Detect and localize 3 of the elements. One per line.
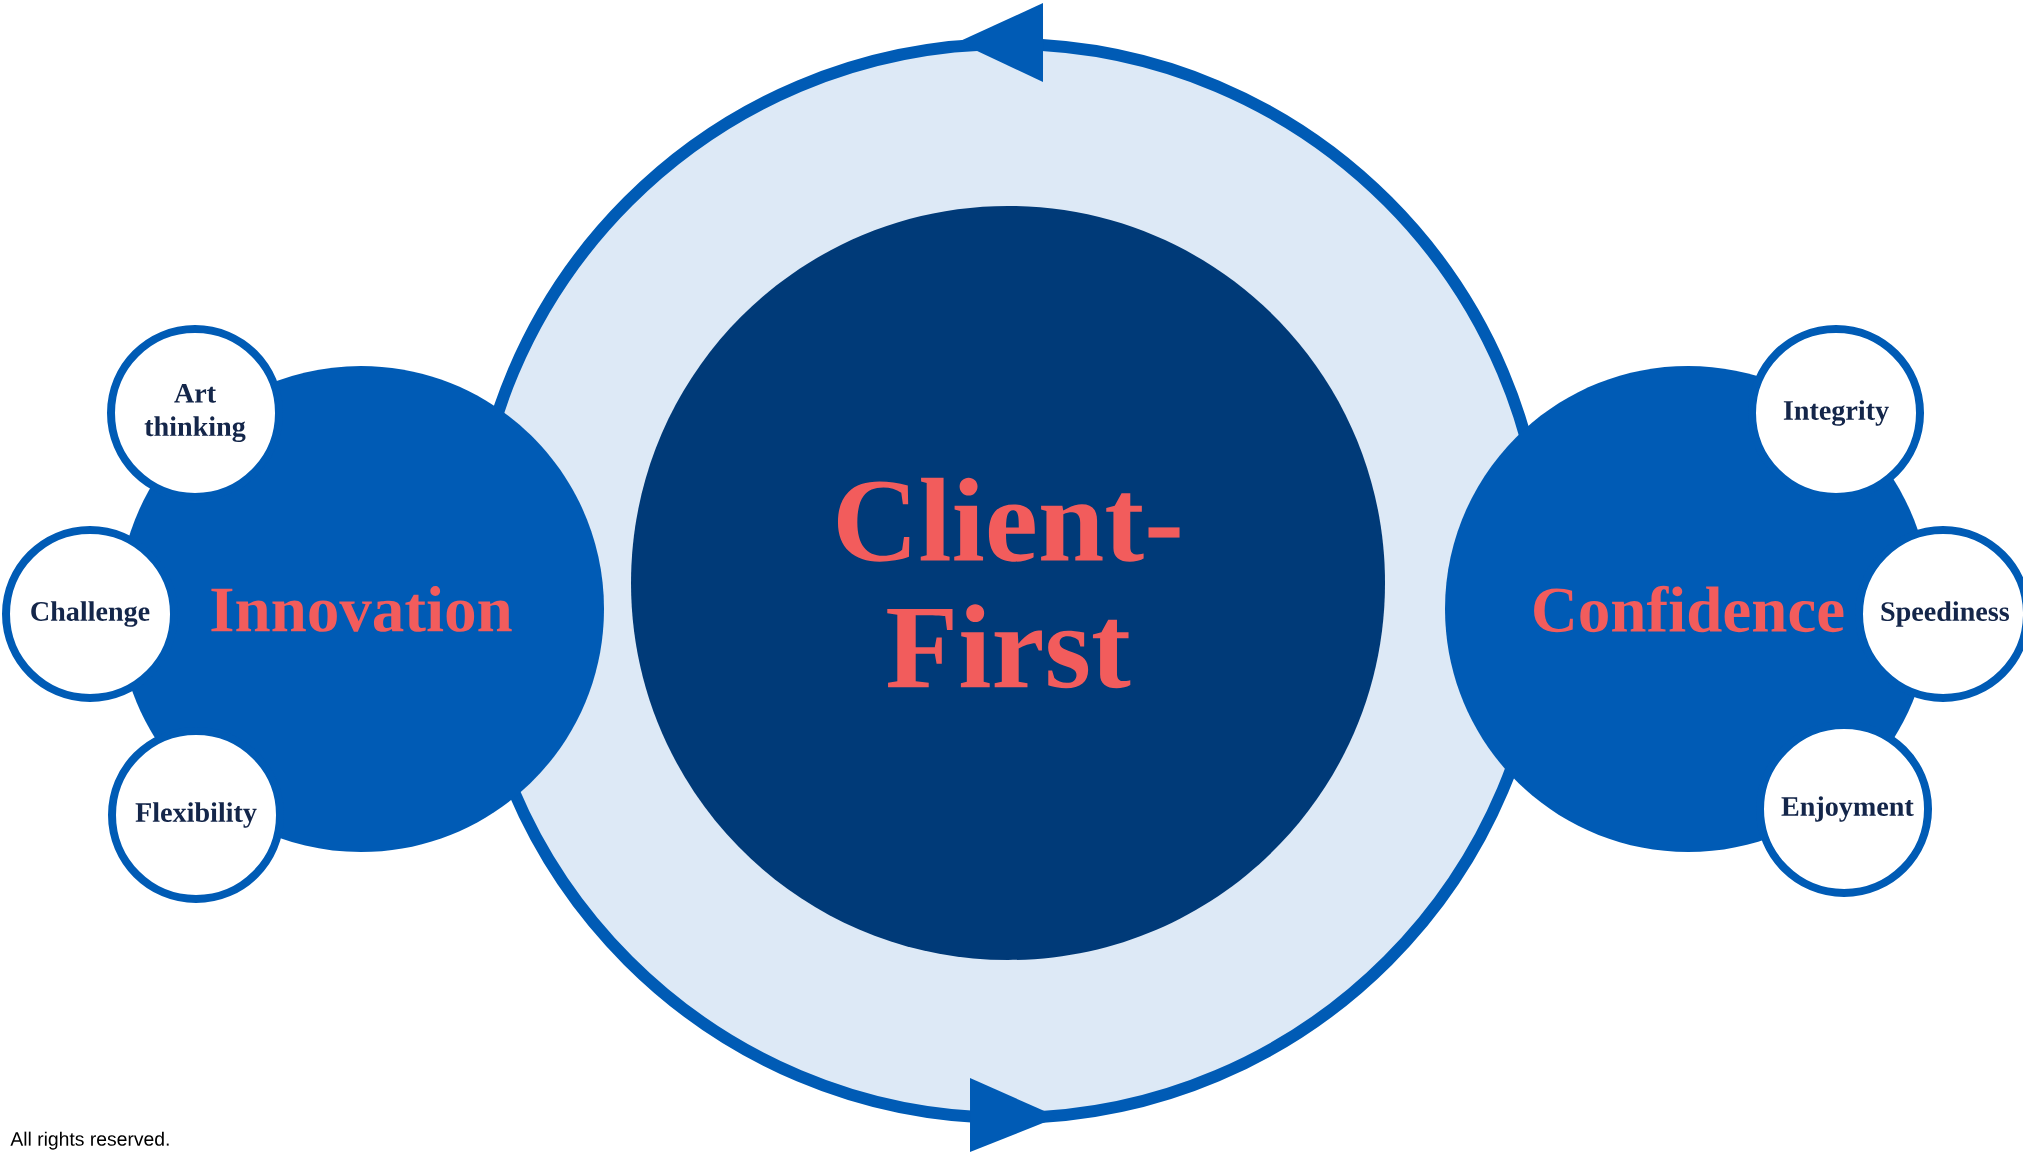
node-label: Enjoyment (1781, 796, 1914, 822)
copyright-note: All rights reserved. (10, 1131, 169, 1150)
node-label: Integrity (1783, 400, 1889, 426)
